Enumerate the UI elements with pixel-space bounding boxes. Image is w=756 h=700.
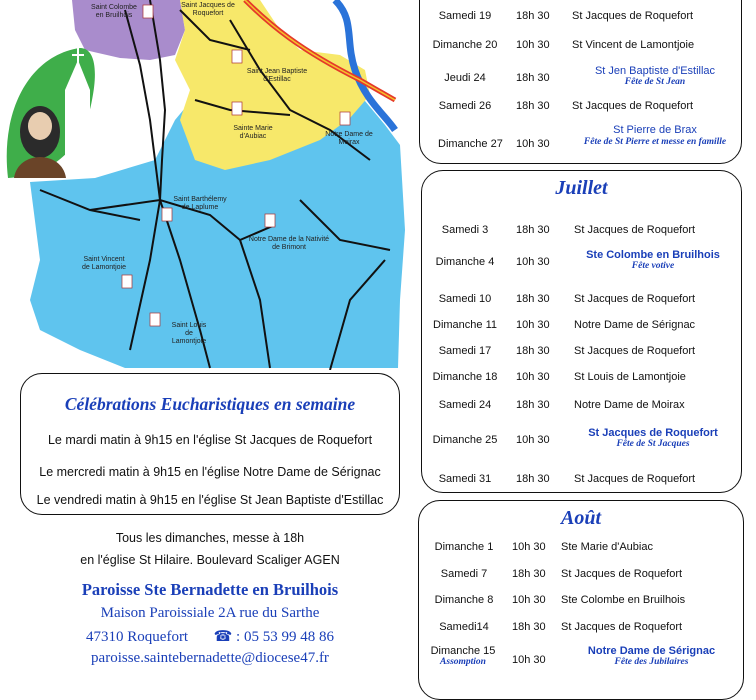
row-place: Notre Dame de Sérignac: [587, 645, 716, 657]
map-label-roquefort: Saint Jacques de Roquefort: [181, 2, 235, 17]
map-label-estillac: Saint Jean Baptiste d'Estillac: [246, 68, 308, 83]
sunday-note-line1: Tous les dimanches, messe à 18h: [115, 531, 305, 545]
map-label-moirax: Notre Dame de Moirax: [325, 131, 373, 146]
row-place: St Jacques de Roquefort: [574, 293, 696, 305]
row-day: Jeudi 24: [444, 72, 486, 84]
parish-city-phone: 47310 Roquefort ☎ : 05 53 99 48 86: [0, 627, 420, 646]
parish-email[interactable]: paroisse.saintebernadette@diocese47.fr: [91, 650, 329, 666]
row-place: Ste Marie d'Aubiac: [561, 541, 653, 553]
row-place: Ste Colombe en Bruilhois: [586, 249, 720, 261]
map-label-vincent: Saint Vincent de Lamontjoie: [82, 256, 126, 271]
weekday-title: Célébrations Eucharistiques en semaine: [64, 394, 356, 414]
row-time: 18h 30: [516, 224, 550, 236]
row-day: Dimanche 8: [434, 594, 494, 606]
map-label-colombe: Saint Colombe en Bruilhois: [91, 4, 137, 19]
weekday-line: Le vendredi matin à 9h15 en l'église St …: [36, 493, 384, 507]
row-note: Fête des Jubilaires: [614, 657, 689, 667]
row-note: Fête de St Pierre et messe en famille: [583, 137, 727, 147]
row-note: Fête de St Jacques: [616, 439, 690, 449]
row-place-box: St Pierre de Brax Fête de St Pierre et m…: [580, 124, 730, 148]
row-day: Samedi 24: [438, 399, 492, 411]
row-day: Dimanche 4: [435, 256, 495, 268]
phone-icon: ☎: [213, 629, 233, 645]
row-place: St Jacques de Roquefort: [572, 10, 694, 22]
row-day: Samedi 17: [438, 345, 492, 357]
row-time: 18h 30: [512, 568, 546, 580]
row-note: Fête de St Jean: [624, 77, 686, 87]
map-graphic: [6, 0, 405, 371]
row-place: St Jacques de Roquefort: [574, 224, 696, 236]
row-day: Dimanche 1: [434, 541, 494, 553]
row-day: Dimanche 11: [433, 319, 497, 331]
row-day: Samedi 3: [441, 224, 489, 236]
sunday-note-line2: en l'église St Hilaire. Boulevard Scalig…: [80, 553, 340, 567]
row-time: 10h 30: [516, 371, 550, 383]
row-day: Dimanche 18: [432, 371, 498, 383]
row-time: 10h 30: [512, 654, 546, 666]
weekday-line: Le mercredi matin à 9h15 en l'église Not…: [39, 465, 381, 479]
parish-address: Maison Paroissiale 2A rue du Sarthe: [100, 605, 320, 621]
august-title: Août: [560, 507, 602, 529]
july-title: Juillet: [555, 177, 608, 199]
parish-map: Saint Colombe en Bruilhois Saint Jacques…: [0, 0, 410, 371]
row-time: 18h 30: [516, 10, 550, 22]
parish-name: Paroisse Ste Bernadette en Bruilhois: [81, 580, 339, 599]
row-place: St Jacques de Roquefort: [574, 345, 696, 357]
june-schedule-box: Samedi 19 18h 30 St Jacques de Roquefort…: [419, 0, 742, 164]
row-place: St Jacques de Roquefort: [561, 568, 683, 580]
row-place: St Pierre de Brax: [613, 124, 697, 136]
map-label-aubiac: Sainte Marie d'Aubiac: [233, 125, 273, 140]
row-note: Fête votive: [631, 261, 675, 271]
row-place: Notre Dame de Moirax: [574, 399, 685, 411]
map-label-louis: Saint Louis de Lamontjoie: [171, 322, 207, 345]
row-day: Samedi 7: [440, 568, 488, 580]
row-day: Samedi 10: [438, 293, 492, 305]
row-place: St Jacques de Roquefort: [561, 621, 683, 633]
row-time: 10h 30: [516, 256, 550, 268]
row-place-box: St Jen Baptiste d'Estillac Fête de St Je…: [570, 65, 740, 87]
row-time: 18h 30: [516, 399, 550, 411]
parish-city: 47310 Roquefort: [86, 629, 189, 645]
row-time: 18h 30: [516, 100, 550, 112]
row-time: 10h 30: [512, 594, 546, 606]
row-place: St Louis de Lamontjoie: [574, 371, 686, 383]
row-day: Samedi 19: [438, 10, 492, 22]
row-place: St Jacques de Roquefort: [572, 100, 694, 112]
row-day: Samedi 26: [438, 100, 492, 112]
row-time: 18h 30: [516, 72, 550, 84]
row-time: 10h 30: [512, 541, 546, 553]
row-time: 10h 30: [516, 434, 550, 446]
row-place: St Jacques de Roquefort: [574, 473, 696, 485]
parish-phone: : 05 53 99 48 86: [236, 629, 334, 645]
map-label-brimont: Notre Dame de la Nativité de Brimont: [248, 236, 330, 251]
row-time: 18h 30: [512, 621, 546, 633]
row-time: 18h 30: [516, 473, 550, 485]
weekday-line: Le mardi matin à 9h15 en l'église St Jac…: [47, 433, 373, 447]
row-time: 18h 30: [516, 345, 550, 357]
row-place: St Jen Baptiste d'Estillac: [594, 65, 716, 77]
row-place: Ste Colombe en Bruilhois: [561, 594, 686, 606]
row-place: St Jacques de Roquefort: [588, 427, 718, 439]
row-time: 18h 30: [516, 293, 550, 305]
row-day: Dimanche 20: [432, 39, 498, 51]
row-day: Dimanche 27: [438, 138, 503, 150]
weekday-masses-box: Célébrations Eucharistiques en semaine L…: [20, 373, 400, 515]
row-place: St Vincent de Lamontjoie: [572, 39, 695, 51]
row-time: 10h 30: [516, 39, 550, 51]
row-daynote: Assomption: [440, 657, 486, 667]
july-schedule-box: Juillet Samedi 3 18h 30 St Jacques de Roqu…: [421, 170, 742, 493]
row-place: Notre Dame de Sérignac: [574, 319, 696, 331]
row-time: 10h 30: [516, 319, 550, 331]
map-label-laplume: Saint Barthélemy de Laplume: [173, 196, 227, 211]
row-day: Dimanche 25: [432, 434, 498, 446]
row-time: 10h 30: [516, 138, 550, 150]
row-day: Samedi 31: [438, 473, 492, 485]
row-day: Dimanche 15: [430, 645, 496, 657]
row-day: Samedi14: [439, 621, 489, 633]
